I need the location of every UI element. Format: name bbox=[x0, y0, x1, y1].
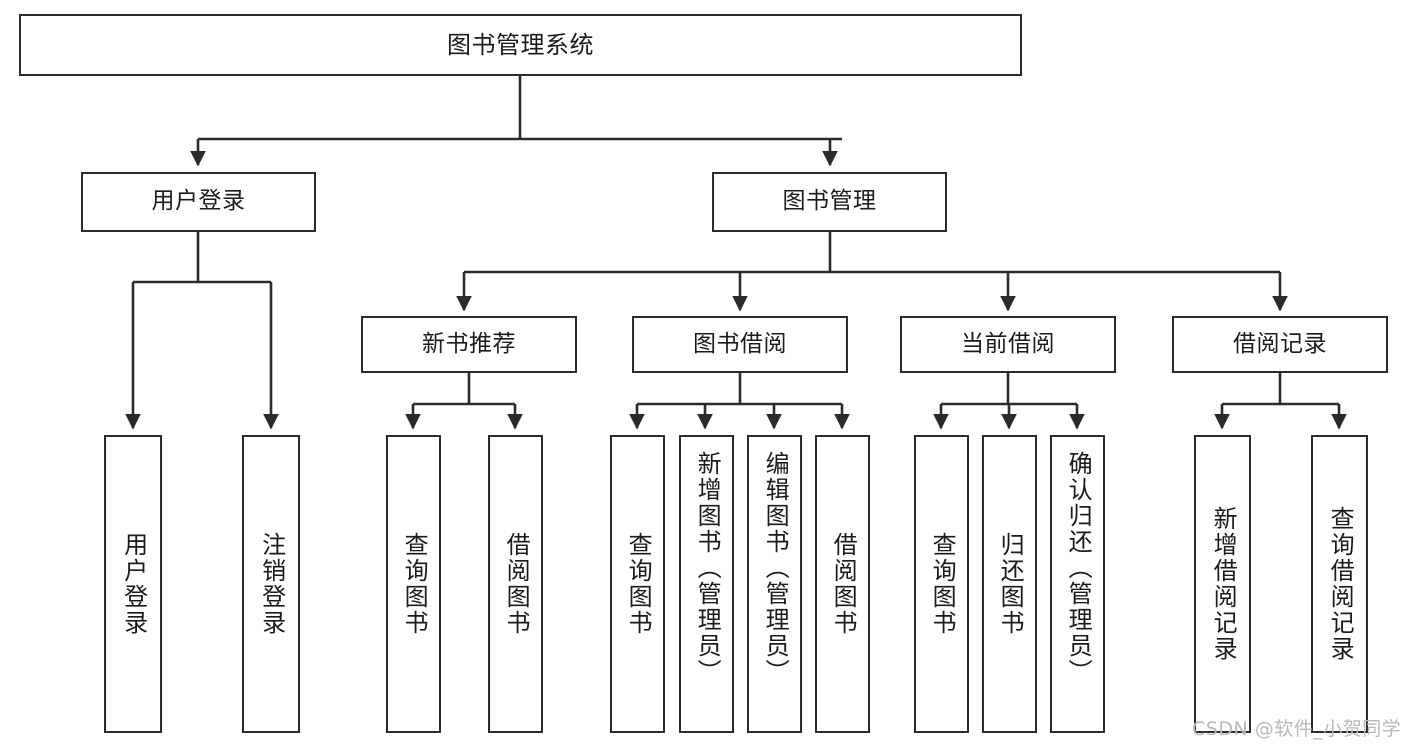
node-label: 借阅图书 bbox=[502, 532, 531, 636]
node-label: 查询图书 bbox=[624, 532, 653, 636]
node-label: 当前借阅 bbox=[961, 330, 1055, 357]
leaf-add-book-admin[interactable]: 新增图书（管理员） bbox=[679, 435, 734, 733]
node-label: 查询图书 bbox=[400, 532, 429, 636]
node-label: 新增借阅记录 bbox=[1209, 506, 1238, 662]
node-label: 查询借阅记录 bbox=[1326, 506, 1355, 662]
leaf-user-login[interactable]: 用户登录 bbox=[104, 435, 162, 733]
node-borrow-records[interactable]: 借阅记录 bbox=[1172, 316, 1388, 373]
node-label: 编辑图书（管理员） bbox=[761, 451, 790, 685]
node-book-borrow[interactable]: 图书借阅 bbox=[632, 316, 848, 373]
node-label: 归还图书 bbox=[996, 532, 1025, 636]
csdn-watermark: CSDN @软件_小贺同学 bbox=[1192, 718, 1402, 740]
leaf-query-borrow-record[interactable]: 查询借阅记录 bbox=[1311, 435, 1368, 733]
node-label: 新书推荐 bbox=[422, 330, 516, 357]
leaf-edit-book-admin[interactable]: 编辑图书（管理员） bbox=[747, 435, 802, 733]
leaf-confirm-return-admin[interactable]: 确认归还（管理员） bbox=[1050, 435, 1105, 733]
node-label: 确认归还（管理员） bbox=[1064, 451, 1093, 685]
node-book-management[interactable]: 图书管理 bbox=[712, 172, 947, 232]
node-label: 新增图书（管理员） bbox=[693, 451, 722, 685]
node-label: 图书管理 bbox=[782, 188, 877, 215]
leaf-borrow-book[interactable]: 借阅图书 bbox=[815, 435, 870, 733]
leaf-query-book-current[interactable]: 查询图书 bbox=[914, 435, 969, 733]
node-user-login[interactable]: 用户登录 bbox=[81, 172, 316, 232]
leaf-add-borrow-record[interactable]: 新增借阅记录 bbox=[1194, 435, 1251, 733]
node-label: 用户登录 bbox=[119, 532, 148, 636]
node-root-book-management-system[interactable]: 图书管理系统 bbox=[19, 14, 1022, 76]
node-current-borrow[interactable]: 当前借阅 bbox=[900, 316, 1116, 373]
node-label: 图书借阅 bbox=[693, 330, 787, 357]
node-label: 注销登录 bbox=[257, 532, 286, 636]
node-label: 查询图书 bbox=[928, 532, 957, 636]
node-label: 用户登录 bbox=[151, 188, 246, 215]
node-label: 借阅图书 bbox=[829, 532, 858, 636]
node-new-book-recommendation[interactable]: 新书推荐 bbox=[361, 316, 577, 373]
node-label: 图书管理系统 bbox=[447, 30, 594, 59]
leaf-query-book-recommend[interactable]: 查询图书 bbox=[386, 435, 441, 733]
leaf-borrow-book-recommend[interactable]: 借阅图书 bbox=[488, 435, 543, 733]
leaf-query-book-borrow[interactable]: 查询图书 bbox=[610, 435, 665, 733]
leaf-return-book[interactable]: 归还图书 bbox=[982, 435, 1037, 733]
leaf-logout[interactable]: 注销登录 bbox=[242, 435, 300, 733]
node-label: 借阅记录 bbox=[1233, 330, 1327, 357]
